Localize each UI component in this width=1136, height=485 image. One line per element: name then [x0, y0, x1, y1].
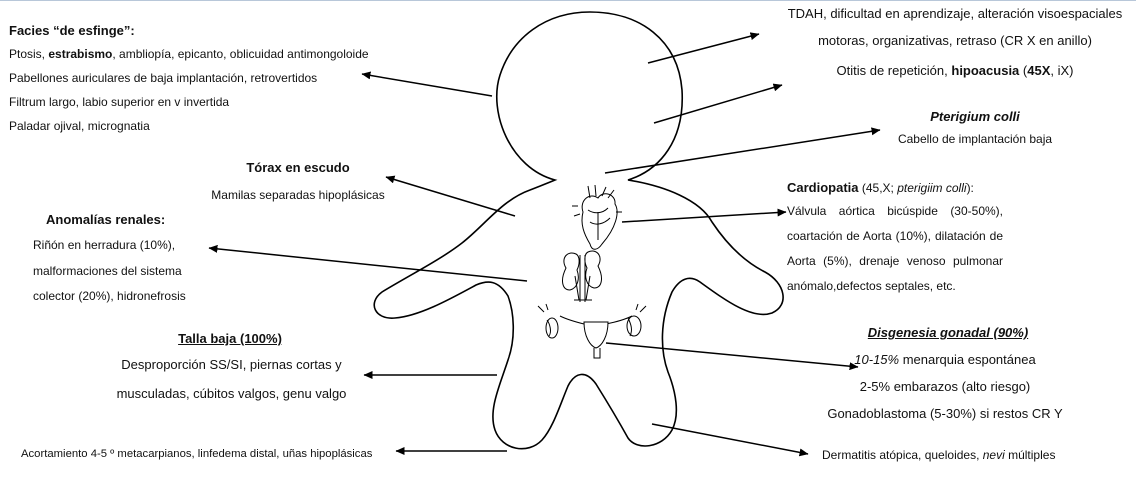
facies-line-1: Ptosis, estrabismo, ambliopía, epicanto,… — [9, 46, 369, 62]
cardio-line-4: anómalo,defectos septales, etc. — [787, 278, 956, 294]
gonadal-line-3: Gonadoblastoma (5-30%) si restos CR Y — [815, 406, 1075, 422]
cardio-line-2: coartación de Aorta (10%), dilatación de — [787, 228, 1003, 244]
pterigium-title: Pterigium colli — [880, 109, 1070, 125]
talla-line-1: Desproporción SS/SI, piernas cortas y — [99, 357, 364, 373]
facies-line-3: Filtrum largo, labio superior en v inver… — [9, 94, 229, 110]
facies-line-4: Paladar ojival, micrognatia — [9, 118, 150, 134]
cardio-line-1: Válvula aórtica bicúspide (30-50%), — [787, 203, 1003, 219]
torax-title: Tórax en escudo — [216, 160, 380, 176]
heart-icon — [572, 185, 622, 249]
arrow-pterigium — [605, 130, 880, 173]
kidneys-icon — [563, 251, 602, 302]
metacarpianos-line: Acortamiento 4-5 º metacarpianos, linfed… — [21, 446, 372, 462]
cardio-line-3: Aorta (5%), drenaje venoso pulmonar — [787, 253, 1003, 269]
dermatitis-line: Dermatitis atópica, queloides, nevi múlt… — [822, 447, 1055, 463]
arrow-cardio — [622, 212, 786, 222]
cardio-title: Cardiopatia (45,X; pterigiim colli): — [787, 180, 974, 196]
talla-line-2: musculadas, cúbitos valgos, genu valgo — [99, 386, 364, 402]
renal-line-3: colector (20%), hidronefrosis — [33, 288, 186, 304]
body-silhouette — [374, 12, 783, 449]
facies-title: Facies “de esfinge”: — [9, 23, 135, 39]
uterus-ovaries-icon — [538, 304, 646, 358]
arrow-renal — [209, 248, 527, 281]
tdah-line-1: TDAH, dificultad en aprendizaje, alterac… — [772, 6, 1136, 22]
arrow-tdah — [648, 34, 759, 63]
arrow-torax — [386, 177, 515, 216]
tdah-line-2: motoras, organizativas, retraso (CR X en… — [772, 33, 1136, 49]
gonadal-line-2: 2-5% embarazos (alto riesgo) — [815, 379, 1075, 395]
talla-title: Talla baja (100%) — [165, 331, 295, 347]
arrow-facies — [362, 74, 492, 96]
arrow-otitis — [654, 85, 782, 123]
renal-title: Anomalías renales: — [46, 212, 165, 228]
renal-line-2: malformaciones del sistema — [33, 263, 182, 279]
gonadal-line-1: 10-15% menarquia espontánea — [815, 352, 1075, 368]
otitis-line: Otitis de repetición, hipoacusia (45X, i… — [790, 63, 1120, 79]
torax-line: Mamilas separadas hipoplásicas — [205, 187, 391, 203]
renal-line-1: Riñón en herradura (10%), — [33, 237, 175, 253]
gonadal-title: Disgenesia gonadal (90%) — [858, 325, 1038, 341]
arrow-dermatitis — [652, 424, 808, 454]
pterigium-line: Cabello de implantación baja — [880, 131, 1070, 147]
facies-line-2: Pabellones auriculares de baja implantac… — [9, 70, 317, 86]
